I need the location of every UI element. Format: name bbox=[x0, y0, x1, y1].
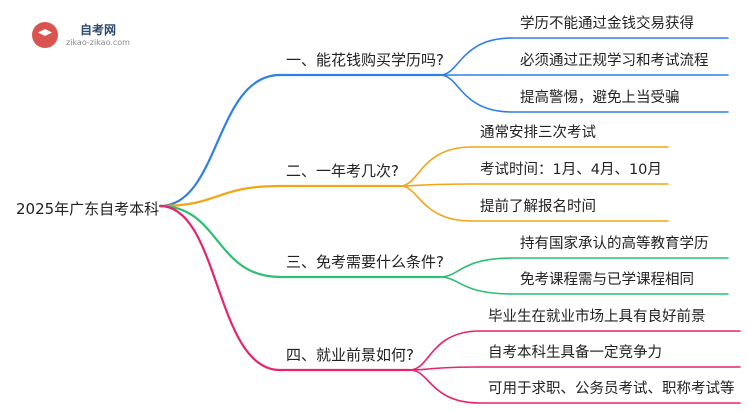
branch-4-label: 四、就业前景如何? bbox=[286, 346, 414, 364]
logo-url: zikao-zikao.com bbox=[66, 38, 130, 47]
branch-3-label: 三、免考需要什么条件? bbox=[286, 253, 444, 271]
leaf-1-3: 提高警惕，避免上当受骗 bbox=[520, 90, 680, 106]
logo-title: 自考网 bbox=[80, 23, 117, 37]
branch-1-label: 一、能花钱购买学历吗? bbox=[286, 51, 444, 69]
leaf-4-2: 自考本科生具备一定竞争力 bbox=[488, 345, 662, 361]
leaf-3-1: 持有国家承认的高等教育学历 bbox=[520, 236, 709, 252]
site-logo: 自考网 zikao-zikao.com bbox=[30, 18, 140, 52]
branch-2-label: 二、一年考几次? bbox=[286, 162, 399, 180]
leaf-3-2: 免考课程需与已学课程相同 bbox=[520, 272, 694, 288]
leaf-1-1: 学历不能通过金钱交易获得 bbox=[520, 16, 694, 32]
leaf-2-1: 通常安排三次考试 bbox=[480, 125, 596, 141]
leaf-4-3-connector bbox=[409, 369, 481, 404]
leaf-1-2: 必须通过正规学习和考试流程 bbox=[520, 53, 709, 69]
leaf-1-3-connector bbox=[439, 74, 513, 113]
graduation-cap-icon bbox=[32, 22, 58, 48]
root-topic: 2025年广东自考本科 bbox=[16, 200, 160, 218]
leaf-4-2-connector bbox=[409, 366, 481, 371]
leaf-2-3: 提前了解报名时间 bbox=[480, 199, 596, 215]
leaf-2-2-connector bbox=[399, 183, 473, 187]
leaf-4-1: 毕业生在就业市场上具有良好前景 bbox=[488, 309, 706, 325]
leaf-4-1-connector bbox=[409, 330, 481, 371]
leaf-2-2: 考试时间：1月、4月、10月 bbox=[480, 162, 662, 178]
leaf-3-2-connector bbox=[439, 276, 513, 295]
branch-2-connector bbox=[158, 184, 282, 208]
leaf-1-1-connector bbox=[439, 37, 513, 76]
leaf-2-3-connector bbox=[399, 185, 473, 222]
branch-4-connector bbox=[158, 204, 282, 372]
leaf-3-1-connector bbox=[439, 257, 513, 278]
leaf-4-3: 可用于求职、公务员考试、职称考试等 bbox=[488, 381, 735, 397]
leaf-2-1-connector bbox=[399, 146, 473, 187]
branch-3-connector bbox=[158, 204, 282, 279]
branch-1-connector bbox=[158, 73, 282, 208]
